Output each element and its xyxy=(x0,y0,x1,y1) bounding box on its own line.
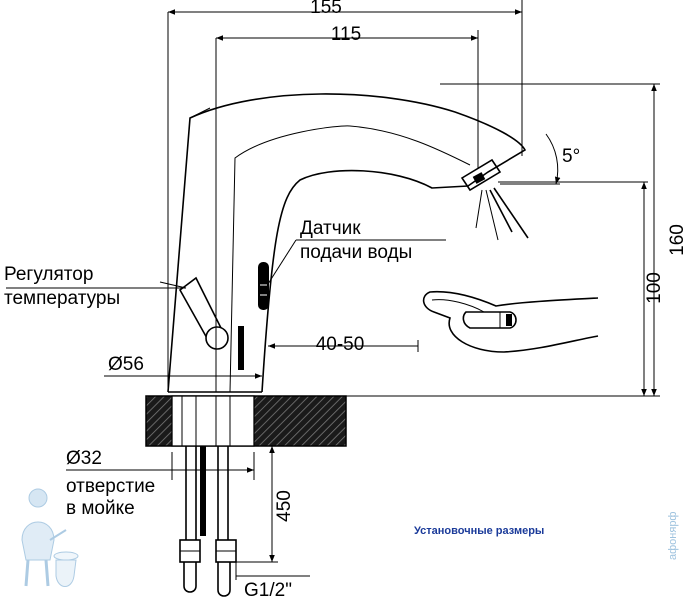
dim-5-degrees: 5° xyxy=(562,146,580,167)
dim-diameter-32: Ø32 xyxy=(66,448,102,469)
sensor-label-line1: Датчик xyxy=(300,218,361,239)
dim-115: 115 xyxy=(331,24,361,45)
dim-160: 160 xyxy=(667,224,685,256)
regulator-label-line2: температуры xyxy=(4,288,120,309)
temperature-lever xyxy=(178,276,244,370)
dimension-lines xyxy=(6,0,660,580)
hole-label-line2: в мойке xyxy=(66,498,135,519)
dim-450: 450 xyxy=(274,490,295,522)
dim-diameter-56: Ø56 xyxy=(108,354,144,375)
regulator-label-line1: Регулятор xyxy=(4,264,93,285)
dim-thread: G1/2" xyxy=(244,580,292,600)
plumber-mascot-logo xyxy=(21,488,79,587)
dim-40-50: 40-50 xyxy=(316,334,365,355)
dim-100: 100 xyxy=(644,272,665,304)
hand-illustration xyxy=(422,290,599,353)
sensor-window xyxy=(258,262,269,310)
aerator xyxy=(460,158,502,192)
faucet-body xyxy=(167,93,527,393)
watermark-text: афонярф xyxy=(667,512,679,561)
dim-155: 155 xyxy=(310,0,342,18)
hole-label-line1: отверстие xyxy=(66,476,155,497)
counter-section xyxy=(145,391,350,447)
supply-hoses xyxy=(179,446,237,597)
sensor-label-line2: подачи воды xyxy=(300,242,412,263)
water-stream xyxy=(475,187,529,241)
caption-installation-dimensions: Установочные размеры xyxy=(414,525,544,537)
